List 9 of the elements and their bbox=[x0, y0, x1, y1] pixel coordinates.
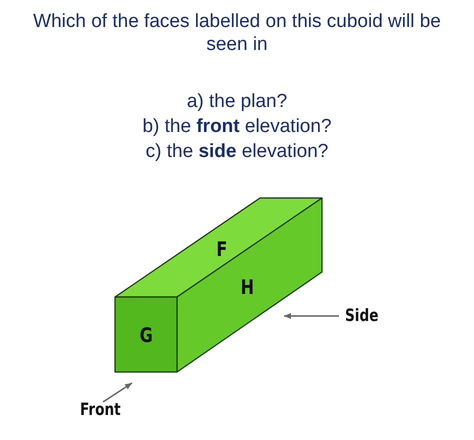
question-part-c: c) the side elevation? bbox=[144, 140, 330, 163]
view-label: Side bbox=[345, 306, 378, 326]
view-label: Front bbox=[80, 400, 121, 420]
face-letter: H bbox=[240, 276, 254, 298]
face-letter: F bbox=[216, 238, 228, 260]
face-letter: G bbox=[140, 324, 153, 346]
question-part-b: b) the front elevation? bbox=[141, 115, 333, 138]
question-part-a: a) the plan? bbox=[186, 90, 288, 113]
question-text: Which of the faces labelled on this cuboid will be seen in bbox=[32, 10, 442, 56]
